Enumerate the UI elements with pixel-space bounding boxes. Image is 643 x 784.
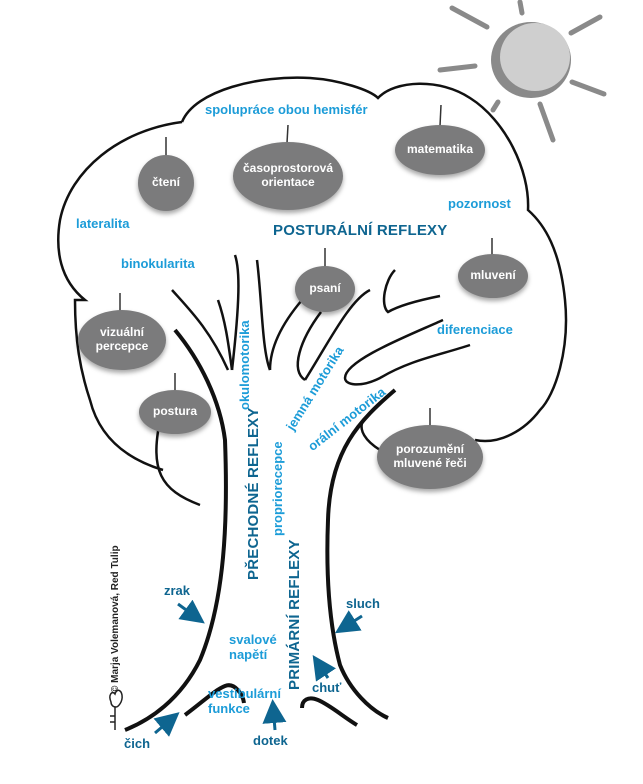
branch — [303, 288, 371, 381]
label-binokularita: binokularita — [121, 256, 195, 271]
fruit-label: porozumění — [396, 442, 464, 457]
fruit-postura: postura — [139, 390, 211, 434]
label-line: vestibulární — [208, 686, 281, 701]
stem — [439, 104, 442, 127]
label-vestibularni-funkce: vestibulární funkce — [208, 686, 281, 716]
fruit-mluveni: mluvení — [458, 254, 528, 298]
label-propriorecepce: propriorecepce — [270, 441, 285, 536]
branch — [296, 311, 323, 382]
branch — [360, 422, 381, 452]
label-okulomotorika: okulomotorika — [237, 320, 252, 410]
fruit-label: matematika — [406, 142, 474, 157]
heading-primarni-reflexy: PRIMÁRNÍ REFLEXY — [286, 539, 303, 690]
sense-chut: chuť — [312, 680, 342, 695]
sense-cich: čich — [124, 736, 151, 751]
tulip-logo-icon — [109, 689, 123, 730]
fruit-label: čtení — [151, 175, 180, 190]
arrow-icon — [153, 712, 180, 737]
heading-posturalni-reflexy: POSTURÁLNÍ REFLEXY — [273, 222, 448, 239]
fruit-casoprostorova-orientace: časoprostorová orientace — [233, 142, 343, 210]
sense-zrak: zrak — [164, 583, 191, 598]
branch — [268, 299, 303, 371]
fruit-label: časoprostorová — [242, 161, 334, 176]
label-lateralita: lateralita — [76, 216, 130, 231]
arrow-icon — [312, 655, 336, 682]
fruit-label: psaní — [309, 281, 341, 296]
fruit-psani: psaní — [295, 266, 355, 312]
label-diferenciace: diferenciace — [437, 322, 513, 337]
label-line: napětí — [229, 647, 268, 662]
trunk-left-edge — [124, 328, 228, 732]
branch — [382, 269, 441, 314]
fruit-label: mluvené řeči — [393, 456, 467, 470]
root-left — [183, 683, 246, 717]
branch — [343, 318, 471, 386]
label-line: funkce — [208, 701, 250, 716]
branch — [155, 419, 201, 507]
branch — [255, 259, 272, 371]
fruit-porozumeni-mluvene-reci: porozumění mluvené řeči — [377, 425, 483, 489]
sun-icon — [437, 0, 607, 143]
branch — [216, 299, 234, 371]
fruit-label: vizuální — [99, 325, 144, 340]
heading-prechodne-reflexy: PŘECHODNÉ REFLEXY — [245, 407, 262, 580]
fruit-cteni: čtení — [138, 155, 194, 211]
arrow-icon — [262, 699, 287, 731]
fruit-label: postura — [152, 404, 197, 419]
fruit-label: orientace — [261, 175, 315, 189]
branch — [230, 254, 240, 371]
arrow-icon — [177, 599, 205, 624]
stem — [286, 124, 289, 144]
copyright-credit: © Marja Volemanová, Red Tulip — [110, 545, 121, 693]
label-pozornost: pozornost — [448, 196, 511, 211]
fruit-vizualni-percepce: vizuální percepce — [78, 310, 166, 370]
arrow-icon — [334, 610, 363, 634]
trunk-right-edge — [325, 388, 397, 720]
sense-dotek: dotek — [253, 733, 288, 748]
label-spoluprace-obou-hemisfer: spolupráce obou hemisfér — [205, 102, 368, 117]
root-right — [300, 696, 359, 727]
tree-crown-outline — [57, 76, 568, 472]
sense-sluch: sluch — [346, 596, 380, 611]
label-svalove-napeti: svalové napětí — [229, 632, 277, 662]
label-line: svalové — [229, 632, 277, 647]
fruit-label: percepce — [95, 339, 149, 353]
fruit-label: mluvení — [470, 268, 516, 283]
branch — [171, 289, 230, 371]
fruit-matematika: matematika — [395, 125, 485, 175]
